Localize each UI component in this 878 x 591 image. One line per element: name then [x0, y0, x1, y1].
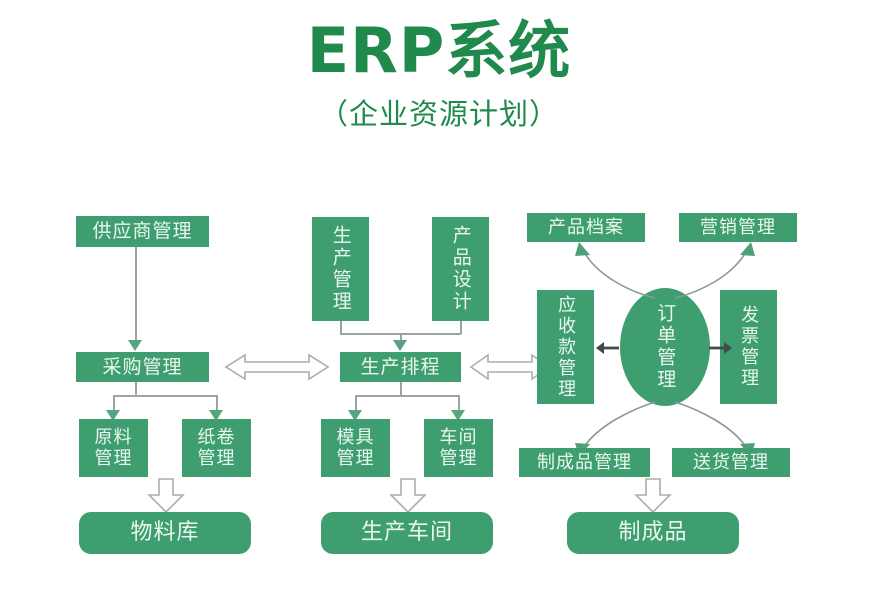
node-label: 生产车间	[360, 520, 453, 546]
arrowhead-icon	[209, 410, 223, 421]
node-paper-roll-mgmt[interactable]: 纸卷 管理	[182, 419, 251, 477]
connector-supplier-to-purchase	[135, 247, 137, 343]
node-label: 车间 管理	[439, 426, 478, 469]
node-label: 纸卷 管理	[197, 426, 236, 469]
connector-production-mgmt-drop	[340, 321, 342, 334]
connector-schedule-stem	[400, 382, 402, 396]
arrow-right-icon	[708, 340, 732, 360]
arrow-left-icon	[596, 340, 620, 360]
node-label: 订单管理	[654, 303, 677, 391]
node-label: 采购管理	[102, 355, 183, 378]
node-workshop-mgmt[interactable]: 车间 管理	[424, 419, 493, 477]
page-title: ERP系统	[306, 14, 572, 87]
arrowhead-icon	[106, 410, 120, 421]
node-label: 产品档案	[548, 216, 624, 238]
arrowhead-icon	[348, 410, 362, 421]
title-block: ERP系统 （企业资源计划）	[0, 18, 878, 133]
node-raw-material-mgmt[interactable]: 原料 管理	[79, 419, 148, 477]
node-label: 送货管理	[693, 451, 769, 473]
connector-schedule-left-drop	[355, 395, 357, 414]
double-arrow-purchase-schedule-icon	[224, 352, 330, 382]
node-product-archive[interactable]: 产品档案	[527, 213, 645, 242]
node-production-schedule[interactable]: 生产排程	[340, 352, 461, 382]
node-label: 生产管理	[329, 225, 352, 313]
connector-purchase-bus	[113, 395, 217, 397]
node-label: 产品设计	[449, 225, 472, 313]
node-label: 供应商管理	[92, 220, 193, 243]
node-receivables-mgmt[interactable]: 应收款管理	[537, 290, 594, 404]
node-label: 物料库	[130, 520, 200, 546]
node-product-design[interactable]: 产品设计	[432, 217, 489, 321]
page-subtitle: （企业资源计划）	[318, 97, 559, 132]
hollow-arrow-down-icon	[389, 478, 427, 514]
node-label: 制成品	[618, 520, 688, 546]
node-label: 应收款管理	[555, 294, 577, 400]
connector-purchase-right-drop	[216, 395, 218, 414]
connector-schedule-bus	[355, 395, 459, 397]
node-marketing-mgmt[interactable]: 营销管理	[679, 213, 797, 242]
node-label: 营销管理	[700, 216, 776, 238]
node-label: 制成品管理	[537, 451, 632, 473]
node-label: 模具 管理	[336, 426, 375, 469]
connector-purchase-left-drop	[113, 395, 115, 414]
node-supplier-mgmt[interactable]: 供应商管理	[76, 216, 209, 247]
node-order-mgmt[interactable]: 订单管理	[620, 288, 710, 406]
connector-purchase-stem	[135, 382, 137, 396]
connector-middle-stem	[400, 333, 402, 344]
hollow-arrow-down-icon	[147, 478, 185, 514]
arrowhead-icon	[393, 340, 407, 351]
node-finished-products[interactable]: 制成品	[567, 512, 739, 554]
node-production-mgmt[interactable]: 生产管理	[312, 217, 369, 321]
connector-schedule-right-drop	[458, 395, 460, 414]
node-delivery-mgmt[interactable]: 送货管理	[672, 448, 790, 477]
arrowhead-icon	[128, 340, 142, 351]
connector-product-design-drop	[460, 321, 462, 334]
node-purchase-mgmt[interactable]: 采购管理	[76, 352, 209, 382]
hollow-arrow-down-icon	[634, 478, 672, 514]
node-mold-mgmt[interactable]: 模具 管理	[321, 419, 390, 477]
node-label: 生产排程	[360, 355, 441, 378]
node-finished-product-mgmt[interactable]: 制成品管理	[519, 448, 650, 477]
node-label: 原料 管理	[94, 426, 133, 469]
node-production-workshop[interactable]: 生产车间	[321, 512, 493, 554]
node-label: 发票管理	[738, 305, 760, 389]
arrowhead-icon	[451, 410, 465, 421]
node-material-warehouse[interactable]: 物料库	[79, 512, 251, 554]
